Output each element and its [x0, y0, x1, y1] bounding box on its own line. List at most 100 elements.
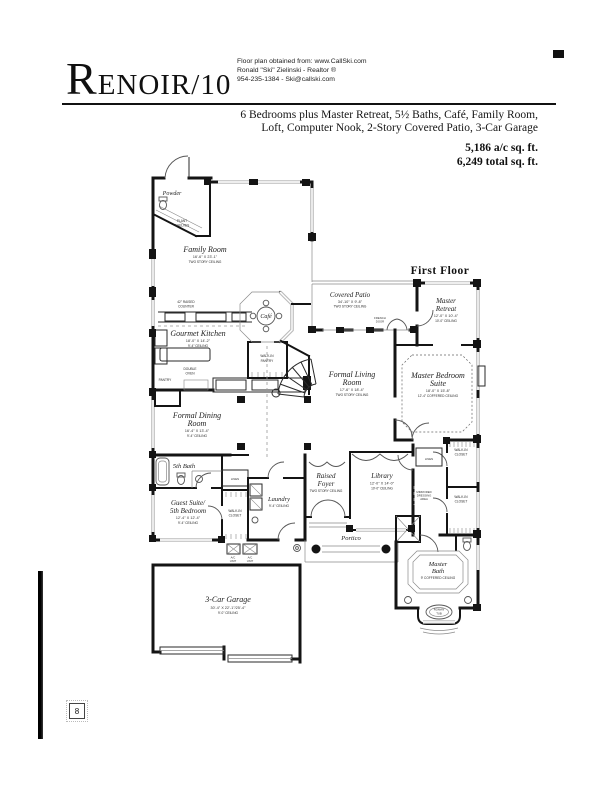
room-label-guest-suite: Guest Suite/: [171, 499, 206, 507]
svg-text:9'-4" CEILING: 9'-4" CEILING: [269, 504, 290, 508]
sink-icon: [251, 516, 259, 524]
room-label-master-bath: Master: [428, 561, 448, 568]
sink-icon: [215, 379, 247, 391]
door-arc-icon: [416, 309, 434, 327]
svg-text:34'-10" X 9'-8": 34'-10" X 9'-8": [338, 300, 363, 304]
pantry-closet: [154, 389, 181, 407]
header-rule: [62, 103, 556, 105]
svg-text:9'-0" CEILING: 9'-0" CEILING: [218, 611, 239, 615]
guest-walk-in-closet: [207, 469, 249, 541]
master-bath: [394, 515, 480, 635]
wall-posts: [149, 178, 481, 611]
room-label-powder: Powder: [162, 191, 182, 197]
sink-icon: [464, 596, 472, 604]
sink-icon: [195, 475, 203, 483]
label-walk-in-pantry: WALK-IN: [260, 354, 274, 358]
door-arc-icon: [267, 461, 296, 541]
svg-text:TWO STORY CEILING: TWO STORY CEILING: [189, 260, 222, 264]
label-wic-1: WALK-IN: [454, 448, 468, 452]
svg-text:UNIT: UNIT: [230, 559, 237, 563]
entry-double-door-icon: [310, 499, 346, 518]
kitchen: [151, 311, 311, 393]
source-line-2: Ronald "Ski" Zielinski - Realtor ®: [237, 67, 336, 75]
coffered-ceiling-outline: [401, 354, 473, 433]
door-arc-icon: [164, 155, 189, 179]
linen-closet: [415, 447, 443, 467]
svg-text:30'-4" X 22'-1"/25'-4": 30'-4" X 22'-1"/25'-4": [210, 606, 246, 610]
square-footage: 5,186 a/c sq. ft. 6,249 total sq. ft.: [457, 142, 538, 169]
svg-text:TWO STORY CEILING: TWO STORY CEILING: [336, 393, 369, 397]
portico-steps: [322, 545, 380, 553]
bathtub-icon: [155, 457, 170, 486]
room-label-library: Library: [370, 472, 393, 480]
fridge-icon: [154, 329, 168, 347]
formal-living-room: [393, 328, 418, 442]
staircase: [271, 355, 317, 398]
svg-text:12'-0" X 14'-0": 12'-0" X 14'-0": [370, 482, 395, 486]
foyer-steps: [309, 522, 347, 528]
title-rest: ENOIR/10: [97, 69, 232, 101]
label-double-oven: DOUBLE: [183, 367, 196, 371]
svg-text:9'-4" CEILING: 9'-4" CEILING: [187, 434, 208, 438]
formal-dining-room: [151, 389, 249, 457]
family-room: [151, 180, 314, 542]
garage: [151, 563, 302, 664]
label-roman-tub: ROMAN: [434, 608, 444, 612]
svg-text:10'-0" CEILING: 10'-0" CEILING: [435, 319, 457, 323]
svg-text:AREA: AREA: [420, 497, 428, 501]
label-guest-wic: WALK-IN: [228, 509, 242, 513]
svg-text:17'-6" X 18'-4": 17'-6" X 18'-4": [340, 388, 365, 392]
svg-text:CLOSET: CLOSET: [455, 453, 468, 457]
roman-tub-icon: [417, 604, 461, 625]
svg-text:Room: Room: [342, 378, 362, 387]
arch-detail-icon: [308, 461, 346, 467]
label-plant-shelves: PLANT: [177, 219, 187, 223]
description-line-1: 6 Bedrooms plus Master Retreat, 5½ Baths…: [240, 109, 538, 121]
svg-text:OVEN: OVEN: [185, 372, 195, 376]
svg-text:COUNTER: COUNTER: [178, 305, 194, 309]
toilet-icon: [462, 537, 472, 551]
svg-text:9'-4" CEILING: 9'-4" CEILING: [178, 521, 199, 525]
ac-unit-icon: [242, 543, 258, 555]
svg-text:Bath: Bath: [432, 568, 444, 575]
guest-suite: [151, 495, 224, 542]
source-line-1: Floor plan obtained from: www.CallSki.co…: [237, 58, 367, 65]
title-initial: R: [66, 53, 98, 104]
ac-unit-icon: [226, 543, 241, 555]
svg-text:Gourmet Kitchen: Gourmet Kitchen: [170, 329, 225, 338]
svg-text:Suite: Suite: [430, 379, 446, 388]
registration-mark: [553, 50, 564, 58]
label-pantry: PANTRY: [159, 378, 173, 382]
room-label-garage: 3-Car Garage: [204, 595, 251, 604]
svg-text:CLOSET: CLOSET: [455, 500, 468, 504]
fifth-bath: [152, 454, 223, 491]
wall-niche: [477, 365, 486, 387]
room-label-laundry: Laundry: [267, 496, 290, 503]
cafe-table-icon: [249, 299, 283, 333]
svg-text:10'-0" CEILING: 10'-0" CEILING: [371, 487, 393, 491]
column-icon: [311, 544, 321, 554]
label-raised-counter: 42" RAISED: [177, 300, 195, 304]
room-label-covered-patio: Covered Patio: [330, 291, 371, 299]
sink-icon: [404, 596, 412, 604]
svg-text:DRESSING: DRESSING: [417, 494, 432, 498]
master-bedroom-suite: [393, 343, 486, 442]
cooktop-icon: [195, 312, 227, 322]
column-icon: [381, 544, 391, 554]
svg-text:12'-4" X 12'-4": 12'-4" X 12'-4": [176, 516, 201, 520]
svg-text:DOOR: DOOR: [376, 320, 384, 324]
shower-icon: [395, 515, 421, 543]
toilet-icon: [176, 472, 186, 485]
svg-text:9' COFFERED CEILING: 9' COFFERED CEILING: [421, 576, 456, 580]
room-label-raised-foyer: Raised: [315, 472, 336, 480]
room-label-formal-living: Formal Living: [328, 370, 375, 379]
portico: [293, 540, 399, 563]
dishwasher-icon: [251, 379, 279, 391]
description-line-2: Loft, Computer Nook, 2-Story Covered Pat…: [261, 122, 538, 135]
scan-binding-artifact: [38, 571, 43, 739]
svg-text:TWO STORY CEILING: TWO STORY CEILING: [310, 489, 343, 493]
arch-detail-icon: [351, 453, 409, 461]
